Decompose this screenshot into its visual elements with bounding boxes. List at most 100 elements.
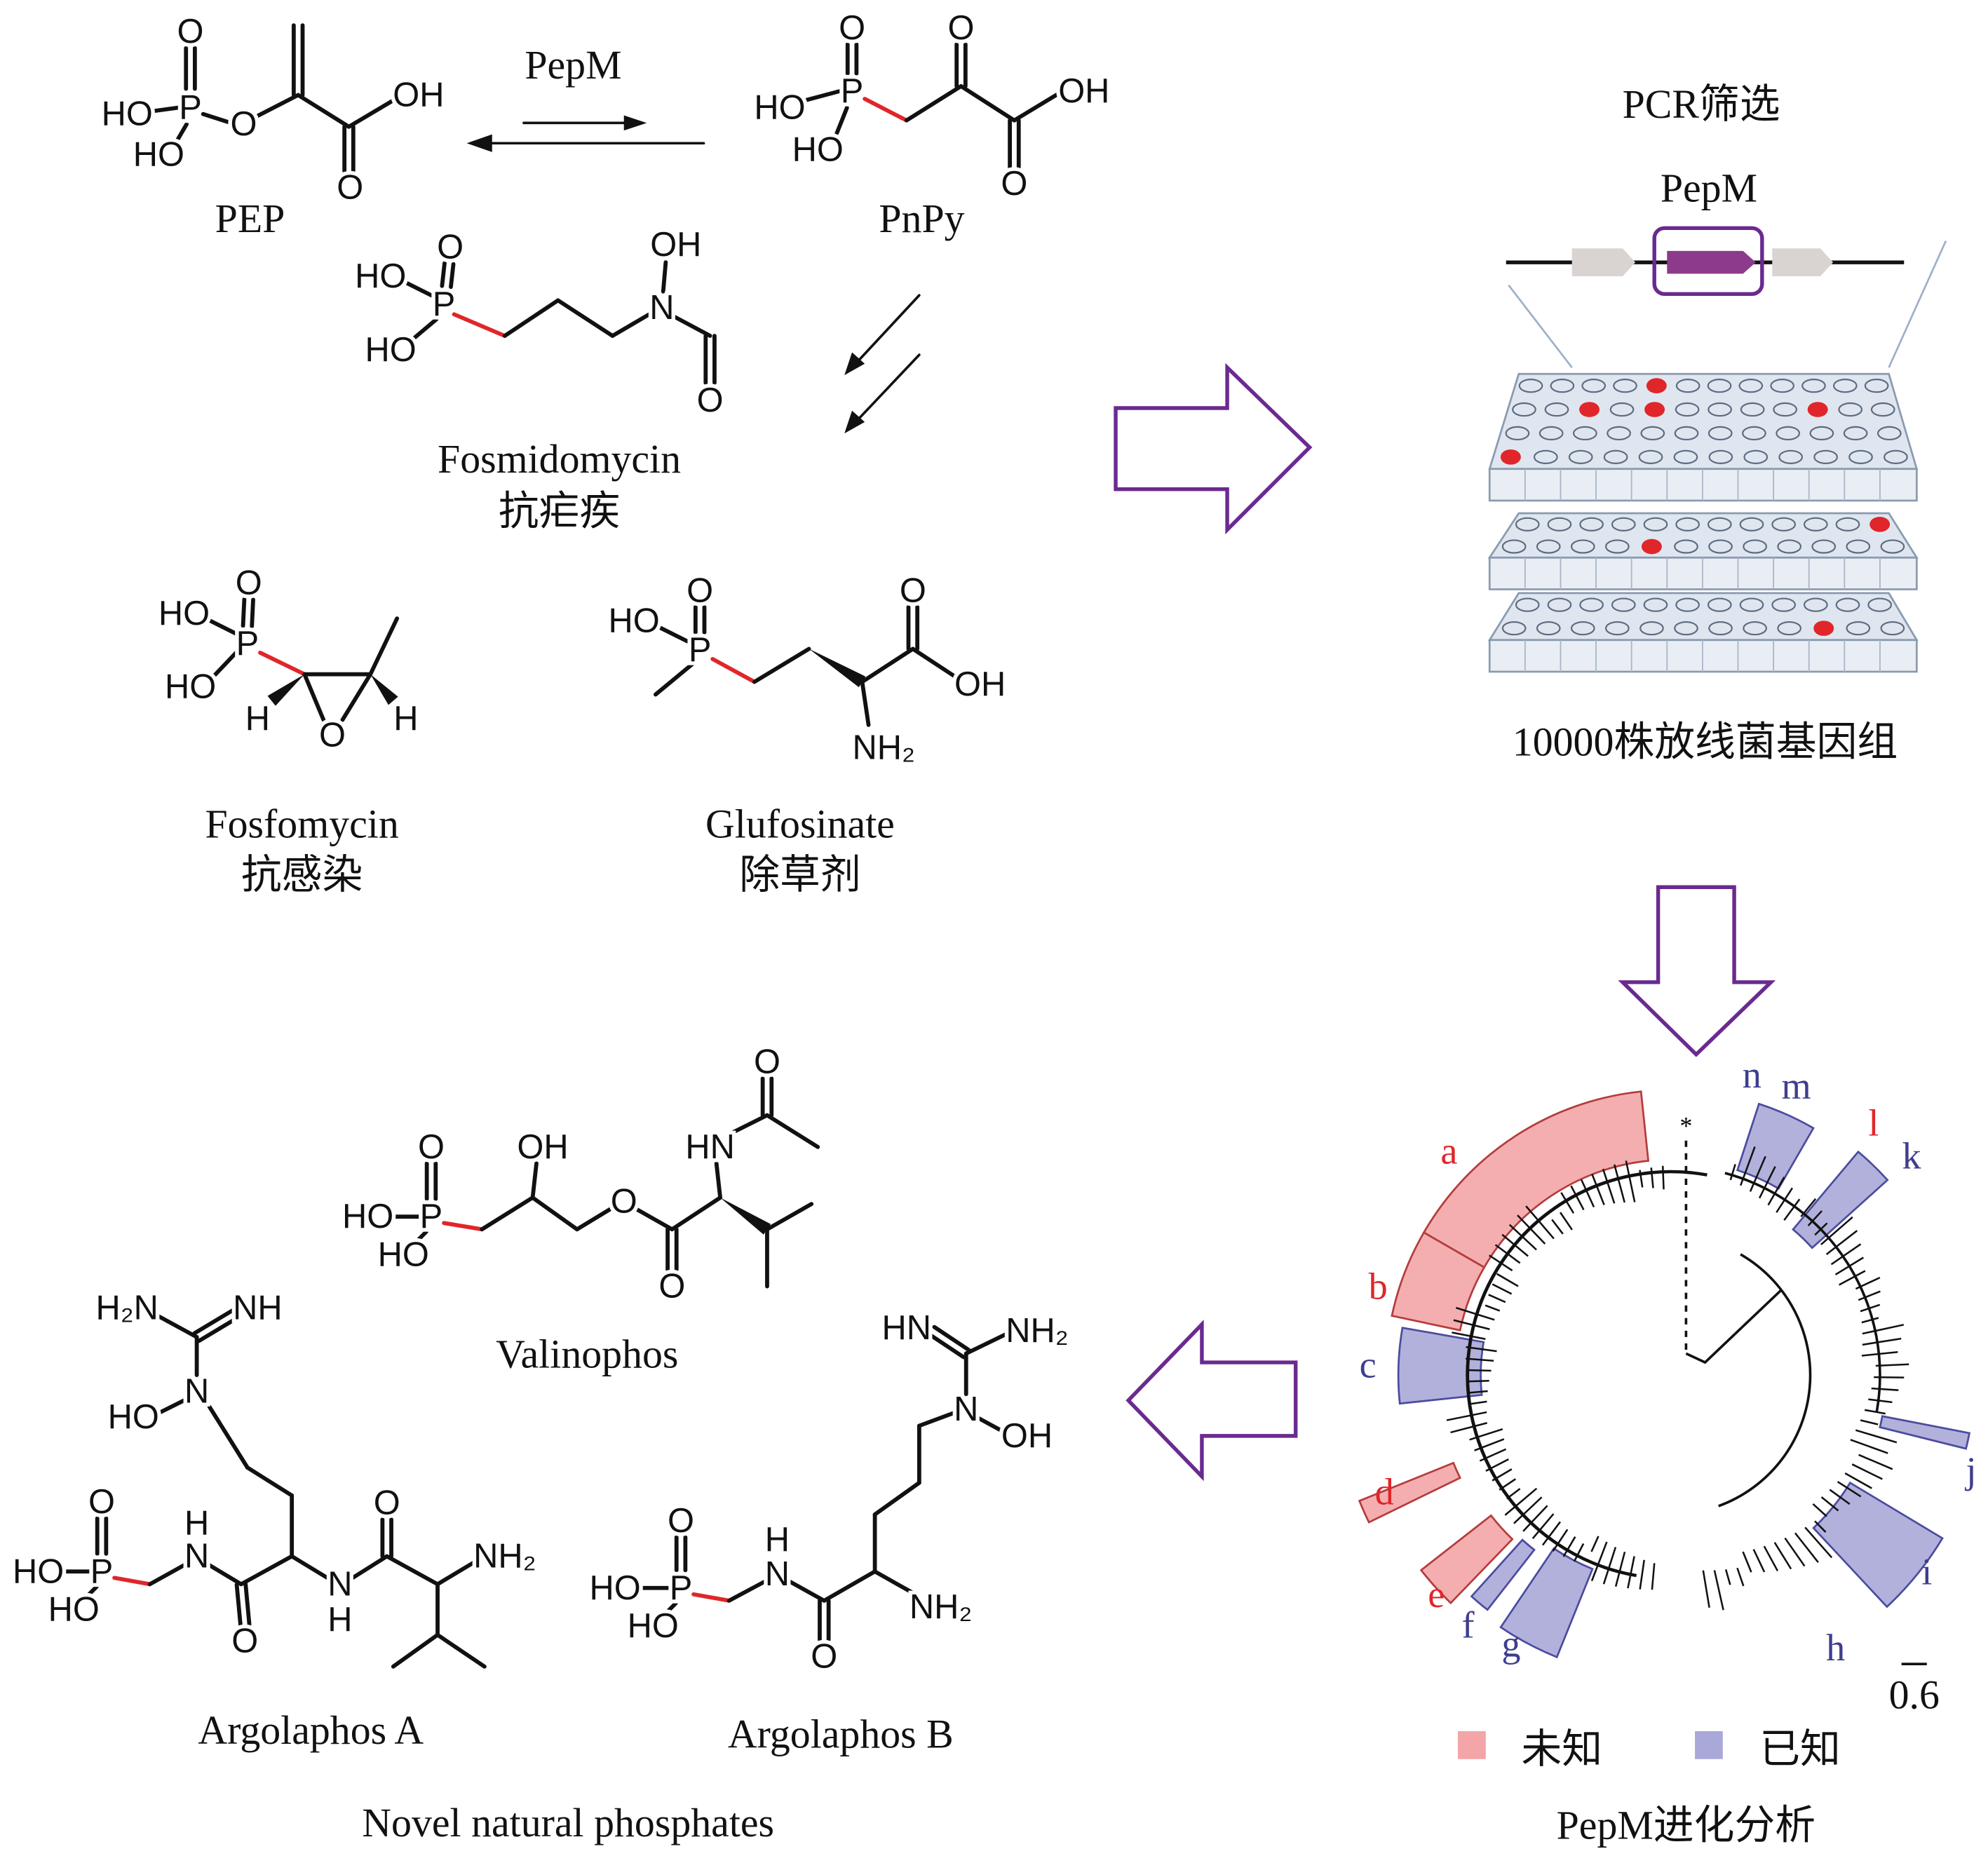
tree-branch [1763,1545,1779,1572]
well [1835,517,1860,531]
well [1544,402,1569,417]
tree-branch [1838,1270,1866,1286]
single-bond [391,1632,440,1669]
tree-branch [1580,1179,1595,1208]
atom-label: H [393,700,418,738]
neighbor-gene-icon [1772,248,1834,277]
well [1674,539,1698,554]
single-bond [530,1161,539,1200]
tree-branch [1724,1569,1731,1585]
well [1579,597,1604,612]
single-bond [384,1554,440,1587]
atom-label: HO [158,595,210,632]
well [1573,426,1597,441]
tree-branch [1499,1478,1517,1491]
screening-caption: 10000株放线菌基因组 [1513,719,1898,764]
well [1771,517,1797,531]
atom-label: HO [792,130,844,168]
atom-label: HO [355,257,406,295]
well [1809,426,1834,441]
well [1770,379,1795,393]
well [1832,379,1858,393]
tree-branch [1814,1520,1827,1533]
positive-well [1813,621,1834,636]
atom-label: HO [13,1552,64,1590]
tree-branch [1501,1233,1529,1257]
clade-wedge-i [1812,1481,1944,1608]
single-bond [726,1113,769,1137]
well [1870,402,1895,417]
tree-branch [1517,1214,1546,1245]
tree-branch [1455,1306,1495,1321]
molecule-name: Argolaphos A [198,1707,424,1753]
well [1609,402,1635,417]
well [1536,621,1561,636]
well [1675,517,1700,531]
tree-branch [1850,1439,1888,1454]
molecule-use: 抗疟疾 [499,488,621,534]
tree-branch [1602,1547,1617,1585]
tree-branch [1468,1390,1488,1394]
down-flow-arrow-icon [1618,885,1776,1057]
tree-branch [1861,1317,1879,1324]
atom-label: N [954,1390,978,1428]
tree-branch [1573,1543,1585,1562]
single-bond [610,312,651,338]
clade-wedge-e [1419,1514,1514,1605]
atom-label: P [179,89,202,127]
atom-label: HO [365,331,417,369]
well [1518,379,1543,393]
atom-label: HO [48,1591,100,1629]
tree-branch [1742,1551,1752,1573]
tree-branch [1814,1222,1828,1236]
well [1707,379,1732,393]
positive-well [1500,449,1521,465]
well [1813,449,1838,464]
tree-branch [1851,1463,1883,1480]
well [1536,539,1561,554]
tree-branch [1825,1230,1858,1255]
well [1581,379,1607,393]
tree-branch [1639,1170,1644,1188]
well [1708,426,1733,441]
tree-branch [1783,1198,1801,1221]
c-p-bond-highlight [258,650,307,677]
tree-branch [1713,1570,1724,1611]
single-bond [252,93,301,120]
atom-label: OH [650,226,701,264]
atom-label: OH [1058,72,1109,110]
single-bond [84,1585,99,1599]
well [1777,621,1802,636]
tree-branch [1485,1458,1509,1472]
tree-branch [1829,1489,1851,1505]
atom-label: O [437,228,464,266]
single-bond [245,1465,295,1498]
single-bond [296,93,351,129]
tree-branch [1602,1168,1616,1204]
atom-label: NH₂ [473,1538,536,1576]
atom-label: H [765,1521,790,1559]
clade-wedge-b [1391,1231,1486,1332]
well [1673,449,1698,464]
well [1638,449,1663,464]
well [1611,597,1636,612]
molecule-name: PEP [215,196,285,241]
atom-label: HO [133,136,184,174]
well [1803,517,1828,531]
atom-label: HN [882,1309,931,1347]
single-bond [822,1569,877,1603]
atom-label: P [841,72,864,110]
well [1607,426,1631,441]
single-bond [654,624,689,644]
clade-label-d: d [1375,1470,1394,1512]
atom-label: HO [102,95,153,133]
clade-wedge-m [1736,1102,1815,1190]
single-bond [1012,89,1064,123]
tree-branch [1837,1481,1862,1498]
tree-branch [1522,1505,1548,1532]
clade-label-f: f [1461,1604,1475,1646]
atom-label: P [236,625,259,663]
single-bond [340,672,373,722]
single-bond [714,1161,722,1200]
